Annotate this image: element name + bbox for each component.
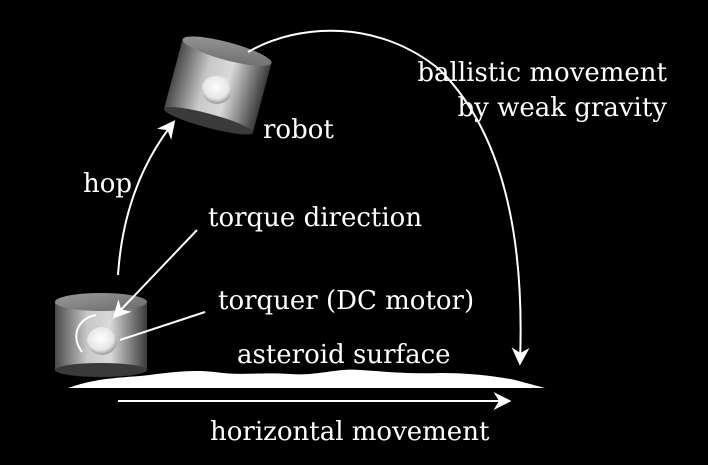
torquer-label: torquer (DC motor) — [218, 286, 474, 316]
ballistic-arc-arrow — [247, 29, 530, 366]
robot-label: robot — [263, 115, 334, 145]
torque-direction-pointer — [112, 229, 198, 319]
torque-direction-label: torque direction — [208, 203, 422, 233]
asteroid-surface-shape — [68, 369, 545, 388]
hop-arrow — [117, 120, 176, 276]
torquer-pointer — [119, 311, 206, 341]
robot-in-flight-icon — [163, 36, 272, 135]
hop-label: hop — [83, 169, 132, 199]
surface-label: asteroid surface — [237, 340, 451, 370]
horizontal-movement-label: horizontal movement — [210, 417, 490, 447]
ballistic-label-line1: ballistic movement — [417, 58, 667, 88]
ballistic-label-line2: by weak gravity — [458, 93, 668, 123]
